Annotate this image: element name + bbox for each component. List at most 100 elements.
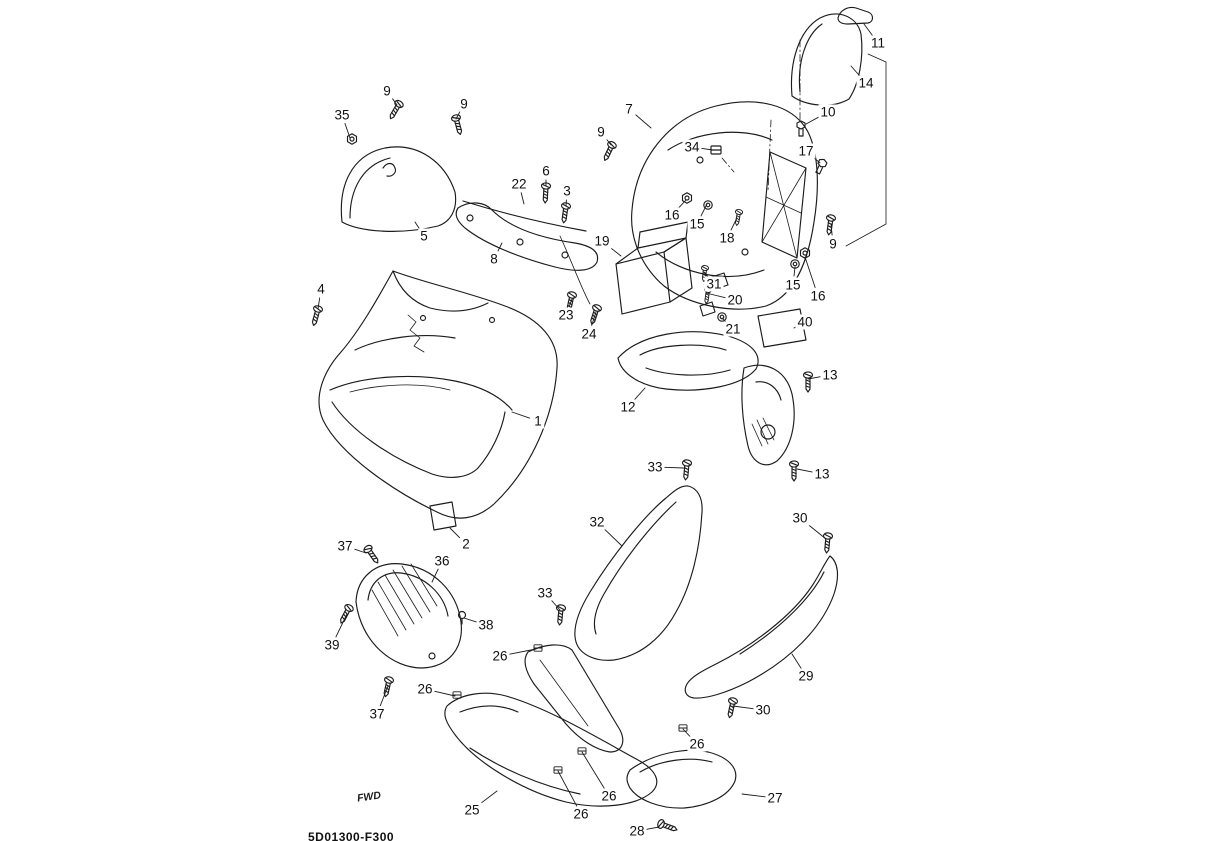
part-number-28: 28: [627, 823, 647, 839]
leader-line: [508, 648, 537, 655]
part-number-22: 22: [509, 176, 529, 192]
screw-icon: [724, 696, 739, 720]
leader-line: [603, 527, 623, 547]
leader-line: [317, 297, 321, 310]
clip-icon: [577, 747, 587, 755]
leader-line: [807, 376, 822, 380]
leader-line: [511, 411, 530, 419]
leader-line: [793, 266, 796, 277]
screw-icon: [558, 201, 572, 225]
leader-line: [633, 387, 646, 401]
leader-line: [700, 203, 708, 217]
part-number-13: 13: [820, 367, 840, 383]
diagram-code: 5D01300-F300: [308, 830, 395, 841]
part-number-19: 19: [592, 233, 612, 249]
washer-icon: [717, 312, 727, 322]
leader-line: [830, 223, 833, 236]
part-29-side-molding: [684, 555, 839, 699]
part-number-40: 40: [795, 314, 815, 330]
leader-line: [850, 65, 861, 77]
part-number-16: 16: [662, 207, 682, 223]
screw-icon: [600, 139, 618, 163]
leader-line: [414, 221, 420, 229]
screw-icon: [680, 458, 693, 481]
part-number-33: 33: [645, 459, 665, 475]
assembly-lines: [721, 39, 887, 247]
part-number-38: 38: [476, 617, 496, 633]
part-number-1: 1: [532, 413, 544, 429]
part-number-2: 2: [460, 536, 472, 552]
screw-icon: [450, 113, 466, 137]
part-number-18: 18: [717, 230, 737, 246]
part-25-under-cowling: [444, 692, 658, 807]
clip-icon: [452, 691, 462, 699]
leader-line: [431, 568, 439, 583]
leader-line: [805, 115, 821, 125]
part-number-30: 30: [753, 702, 773, 718]
part-number-9: 9: [827, 236, 839, 252]
part-number-37: 37: [367, 706, 387, 722]
part-number-34: 34: [682, 139, 702, 155]
part-number-31: 31: [704, 276, 724, 292]
part-number-23: 23: [556, 307, 576, 323]
leader-line: [606, 138, 612, 146]
leader-line: [741, 793, 767, 798]
part-number-26: 26: [687, 736, 707, 752]
part-8-stay-bracket: [455, 200, 599, 305]
fwd-arrow: FWD: [337, 785, 388, 813]
leader-line: [581, 751, 605, 789]
part-number-39: 39: [322, 637, 342, 653]
part-number-29: 29: [796, 668, 816, 684]
part-19-battery-box: [615, 221, 693, 315]
leader-line: [449, 527, 461, 539]
part-number-9: 9: [595, 124, 607, 140]
leader-line: [705, 292, 727, 299]
leader-line: [478, 790, 498, 806]
part-5-front-upper-cover: [340, 146, 457, 232]
part-number-16: 16: [808, 288, 828, 304]
leader-line: [645, 826, 660, 830]
part-number-26: 26: [571, 806, 591, 822]
part-number-10: 10: [818, 104, 838, 120]
part-number-8: 8: [488, 251, 500, 267]
leader-line: [335, 613, 348, 638]
part-number-3: 3: [561, 183, 573, 199]
part-number-15: 15: [687, 216, 707, 232]
screw-icon: [336, 602, 356, 626]
leader-line: [804, 256, 816, 288]
part-number-24: 24: [579, 326, 599, 342]
bolt-icon: [796, 120, 806, 137]
leader-line: [568, 298, 573, 308]
screw-icon: [821, 531, 834, 554]
leader-line: [806, 523, 827, 540]
leader-line: [796, 468, 814, 473]
part-number-5: 5: [418, 228, 430, 244]
part-number-17: 17: [796, 143, 816, 159]
nut-icon: [681, 192, 693, 204]
part-number-13: 13: [812, 466, 832, 482]
screw-icon: [308, 304, 324, 328]
leader-line: [700, 147, 714, 151]
part-2-emblem-label: [429, 501, 457, 531]
part-number-26: 26: [490, 648, 510, 664]
screw-icon: [554, 603, 567, 626]
part-number-14: 14: [856, 75, 876, 91]
part-11-trim-strip: [837, 6, 874, 25]
part-number-26: 26: [599, 788, 619, 804]
leader-line: [550, 599, 561, 611]
part-number-11: 11: [868, 35, 888, 51]
leader-line: [463, 617, 478, 623]
clip-icon: [533, 644, 543, 652]
part-40-caution-label: [757, 308, 807, 348]
part-32-floor-panel: [574, 485, 703, 661]
part-26-center-lower-cover: [524, 644, 624, 753]
leader-line: [497, 242, 503, 252]
part-number-26: 26: [415, 681, 435, 697]
leader-line: [557, 770, 578, 807]
part-number-6: 6: [540, 163, 552, 179]
part-27-rear-lower-cover: [626, 749, 737, 809]
part-number-35: 35: [332, 107, 352, 123]
part-number-36: 36: [432, 553, 452, 569]
